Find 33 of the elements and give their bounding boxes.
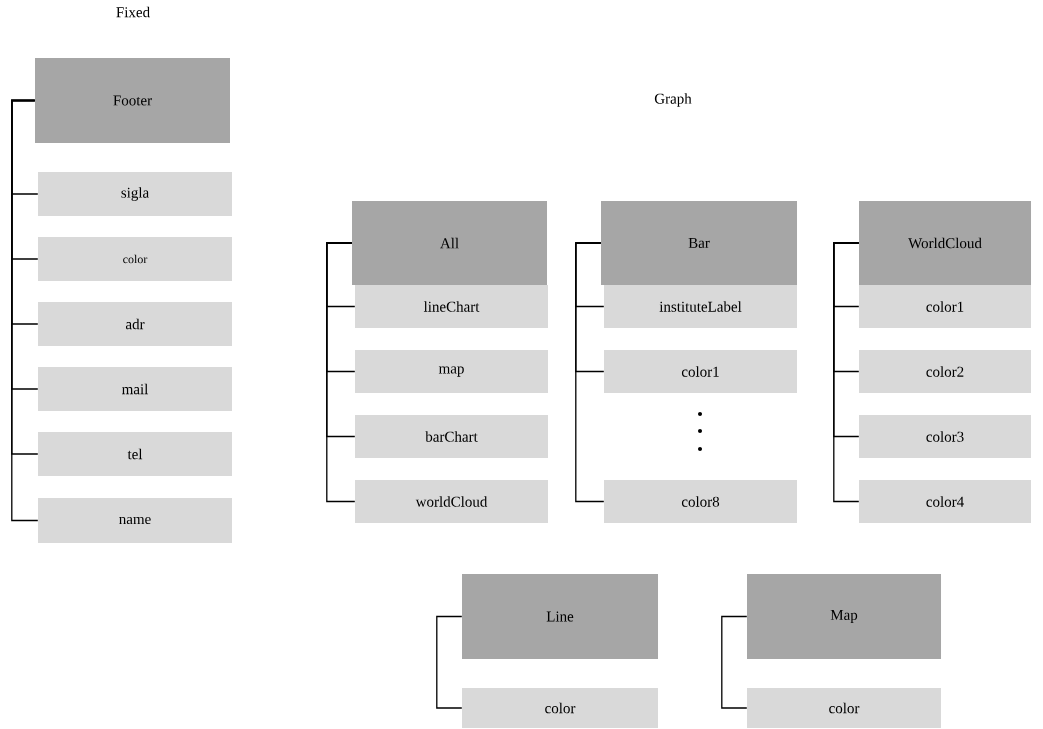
section-heading: Graph	[654, 93, 692, 107]
tree-connector	[436, 615, 463, 709]
field-box: color3	[859, 415, 1031, 458]
group-box: WorldCloud	[859, 201, 1031, 285]
field-box: color2	[859, 350, 1031, 393]
group-box: Bar	[601, 201, 797, 285]
tree-connector	[11, 99, 39, 522]
field-box: color	[38, 237, 232, 281]
field-box: color1	[604, 350, 797, 393]
group-box: All	[352, 201, 547, 285]
field-box: worldCloud	[355, 480, 548, 523]
tree-connector	[833, 242, 860, 503]
field-box: lineChart	[355, 285, 548, 328]
field-box: adr	[38, 302, 232, 346]
field-box: color	[462, 688, 658, 728]
group-box: Line	[462, 574, 658, 659]
field-box: barChart	[355, 415, 548, 458]
field-box: instituteLabel	[604, 285, 797, 328]
group-box: Map	[747, 574, 941, 659]
tree-connector	[721, 615, 748, 709]
field-box: color	[747, 688, 941, 728]
tree-connector	[326, 242, 356, 503]
field-box: sigla	[38, 172, 232, 216]
group-box: Footer	[35, 58, 230, 143]
section-heading: Fixed	[116, 6, 150, 18]
field-box: map	[355, 350, 548, 393]
field-box: color1	[859, 285, 1031, 328]
field-box: name	[38, 498, 232, 543]
field-box: color4	[859, 480, 1031, 523]
field-box: mail	[38, 367, 232, 411]
tree-connector	[575, 242, 605, 503]
field-box: tel	[38, 432, 232, 476]
field-box: color8	[604, 480, 797, 523]
